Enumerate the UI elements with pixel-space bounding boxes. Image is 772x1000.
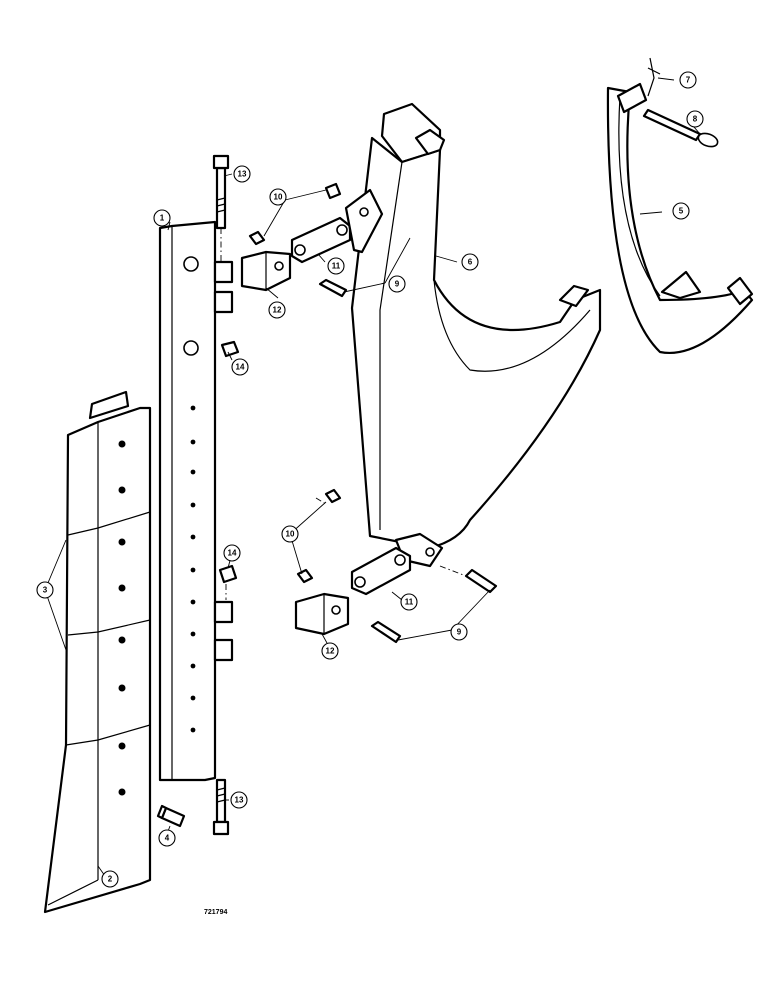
right-wing <box>606 57 754 354</box>
lower-mount <box>294 488 498 644</box>
callout-13a: 13 <box>233 165 251 183</box>
callout-8-label: 8 <box>693 115 698 124</box>
callout-13a-label: 13 <box>238 170 247 179</box>
callout-9b-label: 9 <box>457 628 462 637</box>
callout-4-label: 4 <box>165 834 170 843</box>
callout-11b: 11 <box>400 593 418 611</box>
callout-10b-label: 10 <box>286 530 295 539</box>
callout-11b-label: 11 <box>405 598 414 607</box>
callout-1-label: 1 <box>160 214 165 223</box>
callout-7: 7 <box>679 71 697 89</box>
callout-14b: 14 <box>223 544 241 562</box>
callout-2-label: 2 <box>108 875 113 884</box>
callout-12b: 12 <box>321 642 339 660</box>
drawing-number: 721794 <box>204 909 227 916</box>
callout-11a-label: 11 <box>332 262 341 271</box>
callout-8: 8 <box>686 110 704 128</box>
callout-4: 4 <box>158 829 176 847</box>
callout-9a: 9 <box>388 275 406 293</box>
callout-5-label: 5 <box>679 207 684 216</box>
callout-2: 2 <box>101 870 119 888</box>
callout-14a-label: 14 <box>236 363 245 372</box>
callout-12b-label: 12 <box>326 647 335 656</box>
point-assembly <box>43 390 152 914</box>
callout-11a: 11 <box>327 257 345 275</box>
callout-12a: 12 <box>268 301 286 319</box>
callout-1: 1 <box>153 209 171 227</box>
callout-10a: 10 <box>269 188 287 206</box>
callout-12a-label: 12 <box>273 306 282 315</box>
callout-9a-label: 9 <box>395 280 400 289</box>
callout-7-label: 7 <box>686 76 691 85</box>
callout-5: 5 <box>672 202 690 220</box>
callout-10a-label: 10 <box>274 193 283 202</box>
callout-3: 3 <box>36 581 54 599</box>
standard-bar <box>158 220 234 782</box>
callout-3-label: 3 <box>43 586 48 595</box>
callout-9b: 9 <box>450 623 468 641</box>
callout-13b: 13 <box>230 791 248 809</box>
callout-14a: 14 <box>231 358 249 376</box>
callout-13b-label: 13 <box>235 796 244 805</box>
callout-10b: 10 <box>281 525 299 543</box>
wing-shank <box>344 102 602 568</box>
callout-6-label: 6 <box>468 258 473 267</box>
callout-6: 6 <box>461 253 479 271</box>
callout-14b-label: 14 <box>228 549 237 558</box>
